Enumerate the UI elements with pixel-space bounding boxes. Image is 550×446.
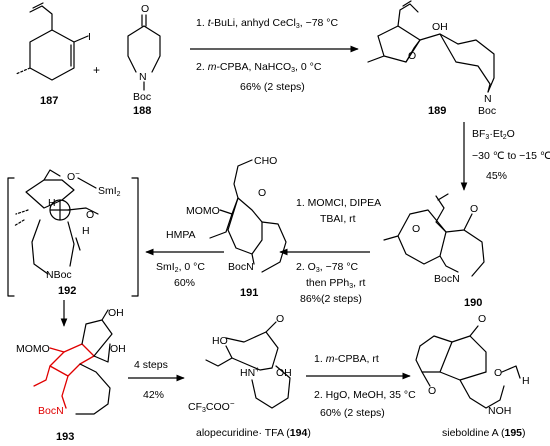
ketone-oxygen: O — [276, 313, 284, 325]
compound-number-187: 187 — [40, 95, 58, 107]
ring-oxygen: O — [412, 223, 420, 235]
compound-192: O− SmI2 O H H NBoc 192 — [7, 169, 139, 297]
compound-number-193: 193 — [56, 431, 74, 443]
compound-195: O O O H NOH sieboldine A (195) — [415, 313, 530, 439]
compound-number-190: 190 — [464, 297, 482, 309]
compound-name-194: alopecuridine· TFA (194) — [196, 427, 311, 439]
momo-group: MOMO — [16, 343, 50, 355]
ketone-oxygen-top: O — [478, 313, 486, 325]
compound-193: MOMO OH OH BocN 193 — [16, 307, 126, 443]
step6-condition-line1: 1. m-CPBA, rt — [314, 353, 379, 365]
nboc-group: NBoc — [46, 269, 72, 281]
compound-191: CHO MOMO O BocN 191 — [186, 155, 287, 299]
bocn-group: BocN — [434, 273, 460, 285]
hydrogen-top: H — [48, 197, 56, 209]
compound-number-192: 192 — [58, 285, 76, 297]
step4-condition-line2: SmI2, 0 °C — [156, 261, 205, 274]
reaction-step-1: 1. t-BuLi, anhyd CeCl3, −78 °C 2. m-CPBA… — [190, 17, 359, 93]
reaction-step-6: 1. m-CPBA, rt 2. HgO, MeOH, 35 °C 60% (2… — [306, 353, 416, 419]
step2-condition-line1: BF3·Et2O — [472, 128, 515, 141]
reaction-step-3: 1. MOMCI, DIPEA TBAI, rt 2. O3, −78 °C t… — [279, 197, 381, 305]
compound-187: I 187 — [15, 2, 91, 107]
ammonium-nh: HN+ — [240, 365, 260, 379]
step3-yield: 86%(2 steps) — [300, 293, 362, 305]
right-bracket — [131, 177, 139, 297]
ketone-oxygen-left: O — [428, 385, 436, 397]
compound-188: O N Boc 188 — [127, 3, 161, 117]
step3-condition-line3: 2. O3, −78 °C — [296, 261, 359, 274]
hydroxyl-group: OH — [432, 21, 448, 33]
boc-group: Boc — [478, 105, 496, 117]
iodine-atom: I — [88, 31, 91, 43]
plus-sign: + — [93, 63, 100, 77]
step1-yield: 66% (2 steps) — [240, 81, 305, 93]
hydroxyl-left: HO — [212, 335, 228, 347]
compound-number-188: 188 — [133, 105, 151, 117]
step4-yield: 60% — [174, 277, 195, 289]
ketone-oxygen: O — [470, 203, 478, 215]
step6-yield: 60% (2 steps) — [320, 407, 385, 419]
step5-condition: 4 steps — [134, 359, 168, 371]
momo-group: MOMO — [186, 205, 220, 217]
compound-name-195: sieboldine A (195) — [442, 427, 526, 439]
trifluoroacetate-counterion: CF3COO− — [188, 399, 235, 414]
step6-condition-line2: 2. HgO, MeOH, 35 °C — [314, 389, 416, 401]
step4-condition-line1: HMPA — [166, 229, 196, 241]
boc-group: Boc — [133, 91, 151, 103]
step2-yield: 45% — [486, 170, 507, 182]
ring-oxygen: O — [494, 367, 502, 379]
compound-189: O OH N Boc 189 — [367, 0, 496, 117]
hydroxyl-middle: OH — [110, 343, 126, 355]
oxygen-atom: O — [141, 3, 149, 15]
hydrogen-atom: H — [522, 375, 530, 387]
step3-condition-line2: TBAI, rt — [320, 213, 356, 225]
compound-number-189: 189 — [428, 105, 446, 117]
ketyl-oxygen: O — [86, 209, 94, 221]
reaction-step-5: 4 steps 42% — [128, 359, 185, 401]
alkoxide-oxygen: O− — [67, 169, 80, 183]
compound-194: O HO HN+ OH CF3COO− alopecuridine· TFA (… — [188, 313, 311, 439]
hydroxylamine-group: NOH — [488, 405, 511, 417]
compound-190: O O BocN 190 — [383, 193, 485, 309]
aldehyde-group: CHO — [254, 155, 277, 167]
epoxide-oxygen: O — [408, 50, 416, 62]
ketone-oxygen: O — [258, 187, 266, 199]
step1-condition-line2: 2. m-CPBA, NaHCO3, 0 °C — [196, 61, 322, 74]
bocn-group: BocN — [228, 261, 254, 273]
left-bracket — [7, 177, 15, 297]
step3-condition-line1: 1. MOMCI, DIPEA — [296, 197, 381, 209]
hydroxyl-top: OH — [108, 307, 124, 319]
step3-condition-line4: then PPh3, rt — [306, 277, 365, 290]
step1-condition-line1: 1. t-BuLi, anhyd CeCl3, −78 °C — [196, 17, 338, 30]
nitrogen-atom: N — [484, 93, 492, 105]
nitrogen-atom: N — [139, 71, 147, 83]
samarium-iodide: SmI2 — [98, 185, 121, 198]
bocn-group: BocN — [38, 405, 64, 417]
step5-yield: 42% — [143, 389, 164, 401]
compound-number-191: 191 — [240, 287, 258, 299]
reaction-step-4: HMPA SmI2, 0 °C 60% — [145, 229, 224, 289]
hydrogen-right: H — [82, 225, 90, 237]
reaction-step-2: BF3·Et2O −30 ℃ to −15 ℃ 45% — [460, 122, 550, 191]
step2-condition-line2: −30 ℃ to −15 ℃ — [472, 150, 550, 162]
